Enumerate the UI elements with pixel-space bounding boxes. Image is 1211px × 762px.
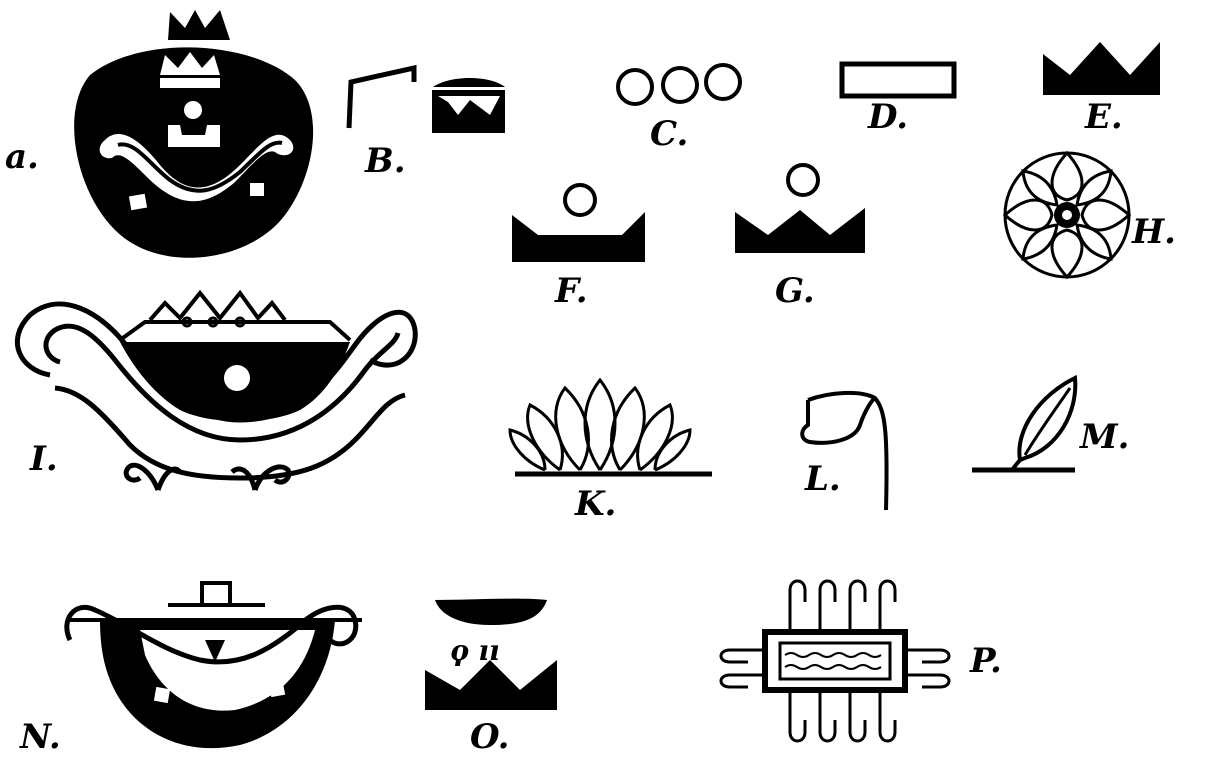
label-b: B. <box>364 141 406 181</box>
glyph-o: ϙ ıı O. <box>425 599 557 757</box>
glyph-d: D. <box>842 64 954 137</box>
glyph-f: F. <box>512 185 645 311</box>
label-a: a. <box>5 137 39 177</box>
label-p: P. <box>969 641 1002 681</box>
label-d: D. <box>867 97 908 137</box>
label-f: F. <box>554 271 588 311</box>
glyph-m: M. <box>972 378 1129 470</box>
label-m: M. <box>1079 417 1129 457</box>
glyph-i: I. <box>17 293 415 490</box>
glyph-h: H. <box>1005 153 1176 277</box>
label-h: H. <box>1131 212 1176 252</box>
glyph-b: B. <box>349 68 505 181</box>
glyph-a: a. <box>5 10 313 258</box>
glyph-k: K. <box>510 380 712 524</box>
label-g: G. <box>775 271 815 311</box>
label-i: I. <box>29 439 58 479</box>
glyph-c: C. <box>618 65 740 154</box>
glyph-n: N. <box>19 583 362 757</box>
glyph-e: E. <box>1043 42 1160 137</box>
label-l: L. <box>804 459 841 499</box>
label-k: K. <box>574 484 616 524</box>
glyph-g: G. <box>735 165 865 311</box>
glyph-p: P. <box>721 581 1002 741</box>
label-o: O. <box>470 717 509 757</box>
glyph-o-marks: ϙ ıı <box>450 634 500 667</box>
label-c: C. <box>650 114 688 154</box>
glyph-l: L. <box>802 393 886 510</box>
label-n: N. <box>19 717 61 757</box>
label-e: E. <box>1084 97 1123 137</box>
